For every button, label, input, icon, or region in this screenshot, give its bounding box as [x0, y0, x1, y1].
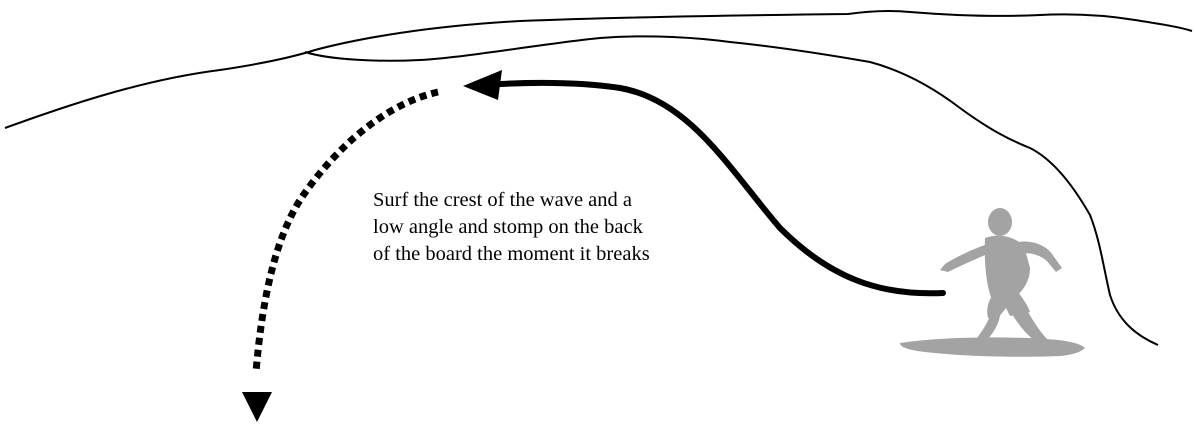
curved-arrow-icon	[463, 70, 502, 100]
surfer-left-arm	[940, 244, 992, 272]
wave-outer-line	[5, 11, 1192, 128]
caption-line: low angle and stomp on the back	[373, 214, 753, 241]
caption-line: Surf the crest of the wave and a	[373, 187, 753, 214]
surfer-head	[988, 208, 1012, 236]
dotted-curved-arrow-icon	[242, 392, 272, 422]
surfer-back-leg	[1012, 312, 1048, 342]
caption-line: of the board the moment it breaks	[373, 241, 753, 268]
surfer-silhouette-icon	[900, 208, 1085, 357]
instruction-caption: Surf the crest of the wave and a low ang…	[373, 187, 753, 268]
surfboard-shape	[900, 337, 1085, 356]
